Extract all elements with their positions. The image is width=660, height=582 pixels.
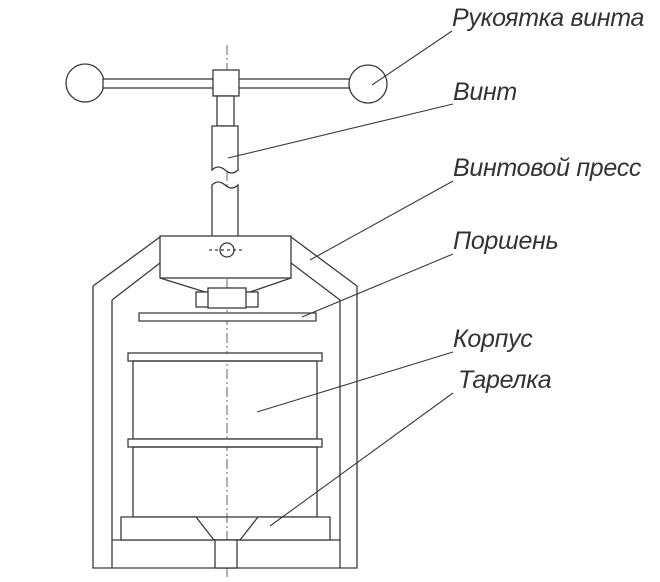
handle-knob-left [65,63,105,103]
screw [211,95,239,238]
roof-right-outer [290,236,358,287]
screw-upper [216,95,235,127]
plate [120,516,331,569]
leader-handle [371,30,453,86]
screw-handle [65,63,388,104]
block-slope-left [159,277,206,293]
body-lower [132,446,318,518]
piston-nut [207,287,247,309]
leader-press [309,180,454,261]
leader-lines [227,30,454,527]
screw-shaft-lower [211,181,239,238]
leader-body [256,351,454,413]
body-mid-ring [127,438,323,448]
screw-press [92,235,358,301]
frame-inner [111,300,341,541]
handle-hub [212,69,240,97]
block-slope-right [249,277,292,293]
body-cylinder [127,352,323,518]
piston-plate [138,312,317,322]
piston-assembly [138,277,317,322]
roof-left-outer [92,236,161,287]
screw-shaft-upper [211,125,239,174]
leader-screw [227,103,454,159]
handle-knob-right [348,64,388,104]
body-top-ring [127,352,323,362]
label-body: Корпус [453,325,533,353]
label-screw: Винт [453,78,517,106]
roof-right-inner [290,262,341,301]
label-press: Винтовой пресс [453,154,642,182]
plate-shape [120,516,331,541]
label-piston: Поршень [453,227,558,255]
leader-plate [269,392,454,527]
roof-left-inner [111,262,161,301]
plate-spout [214,539,238,569]
body-upper [132,360,318,440]
label-handle: Рукоятка винта [452,4,645,32]
leader-piston [301,253,454,318]
label-plate: Тарелка [458,366,552,394]
